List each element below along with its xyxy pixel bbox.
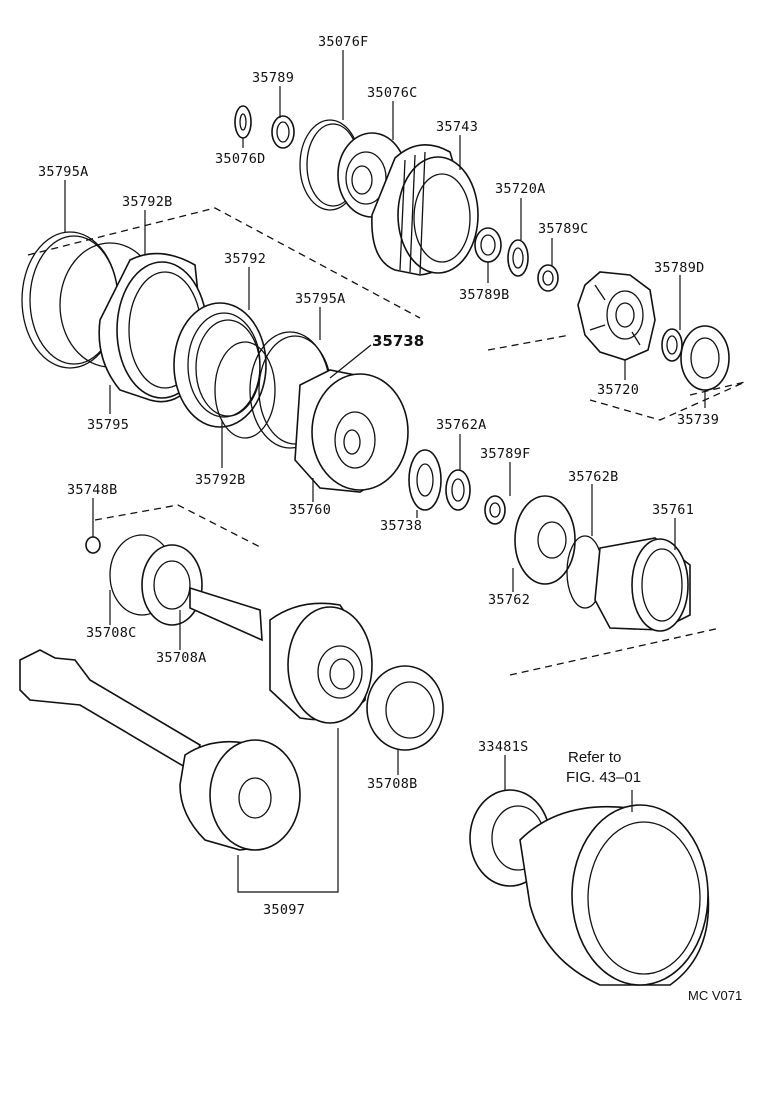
label-35795A-top: 35795A xyxy=(38,164,89,180)
label-35076F: 35076F xyxy=(318,34,369,50)
label-35789D: 35789D xyxy=(654,260,705,276)
part-35760-drum xyxy=(294,369,409,493)
figure-code: MC V071 xyxy=(688,988,742,1003)
label-35708C: 35708C xyxy=(86,625,137,641)
label-35097: 35097 xyxy=(263,902,305,918)
part-35097-counter-shaft xyxy=(19,649,301,851)
part-35720-carrier xyxy=(577,271,656,361)
label-35076D: 35076D xyxy=(215,151,266,167)
label-35748B: 35748B xyxy=(67,482,118,498)
part-35789F-washer xyxy=(484,495,506,525)
label-35789B: 35789B xyxy=(459,287,510,303)
label-35743: 35743 xyxy=(436,119,478,135)
refer-note-line2: FIG. 43–01 xyxy=(566,769,641,786)
label-35795A-mid: 35795A xyxy=(295,291,346,307)
label-35789: 35789 xyxy=(252,70,294,86)
part-35761-drum xyxy=(594,537,691,632)
label-33481S: 33481S xyxy=(478,739,529,755)
label-group: 35076F 35789 35076C 35743 35076D 35795A … xyxy=(38,34,719,918)
group-outline-upper xyxy=(27,207,746,421)
label-35708A: 35708A xyxy=(156,650,207,666)
label-35792: 35792 xyxy=(224,251,266,267)
label-35720A: 35720A xyxy=(495,181,546,197)
part-35789C-washer xyxy=(537,264,559,292)
label-35720: 35720 xyxy=(597,382,639,398)
part-35762-hub xyxy=(514,495,576,585)
part-35720A-bearing xyxy=(507,239,529,277)
label-35792B-bottom: 35792B xyxy=(195,472,246,488)
label-35739: 35739 xyxy=(677,412,719,428)
part-35789-washer xyxy=(271,115,295,149)
label-35795: 35795 xyxy=(87,417,129,433)
label-35762: 35762 xyxy=(488,592,530,608)
part-35789D-washer xyxy=(661,328,683,362)
label-35761: 35761 xyxy=(652,502,694,518)
label-35792B-top: 35792B xyxy=(122,194,173,210)
refer-note-line1: Refer to xyxy=(568,749,621,766)
part-35743-drum xyxy=(371,143,479,276)
label-35738-bold: 35738 xyxy=(372,332,424,350)
label-35762A: 35762A xyxy=(436,417,487,433)
part-output-gear xyxy=(269,602,373,724)
part-reference-ring-gear xyxy=(519,804,710,986)
part-35738-washer xyxy=(408,449,442,511)
part-35792B-snap-ring xyxy=(214,341,276,439)
label-35076C: 35076C xyxy=(367,85,418,101)
part-35789B-washer xyxy=(474,227,502,263)
part-35748B-ring xyxy=(85,536,101,554)
part-35708B-bearing xyxy=(366,665,444,751)
label-35708B: 35708B xyxy=(367,776,418,792)
label-35738: 35738 xyxy=(380,518,422,534)
group-outline-lower xyxy=(94,504,721,676)
label-35789C: 35789C xyxy=(538,221,589,237)
part-35708A-bearing-shaft xyxy=(141,544,263,642)
part-35739-plate xyxy=(680,325,730,391)
label-35789F: 35789F xyxy=(480,446,531,462)
part-35076D-washer xyxy=(234,105,252,139)
refer-note: Refer to FIG. 43–01 xyxy=(566,749,641,786)
part-35762A-bearing xyxy=(445,469,471,511)
label-35762B: 35762B xyxy=(568,469,619,485)
label-35760: 35760 xyxy=(289,502,331,518)
leader-lines xyxy=(64,50,706,893)
